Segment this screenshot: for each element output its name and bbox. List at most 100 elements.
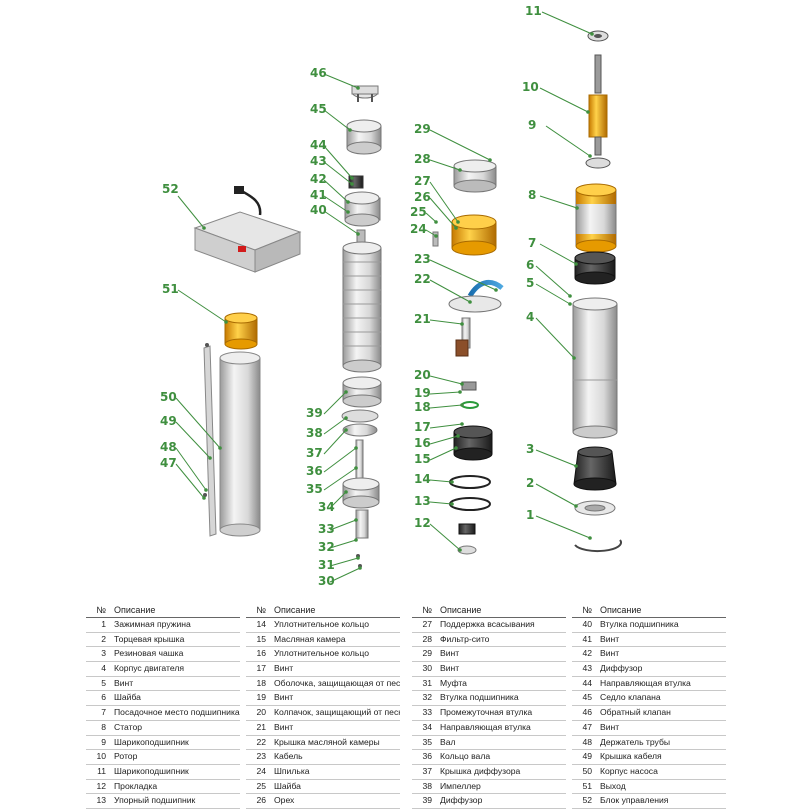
callout-7: 7 [528,236,536,250]
callout-48: 48 [160,440,177,454]
thrust-bearing [457,523,477,555]
part-number: 32 [422,692,432,703]
callout-19: 19 [414,386,431,400]
part-number: 17 [256,663,266,674]
stud [432,231,439,247]
callout-12: 12 [414,516,431,530]
part-number: 24 [256,765,266,776]
check-valve [351,85,379,102]
part-description: Седло клапана [600,692,661,703]
cable [467,279,504,298]
intermediate-bushing [355,509,369,539]
part-description: Шайба [114,692,141,703]
callout-38: 38 [306,426,323,440]
header-desc: Описание [274,605,316,615]
part-description: Крышка диффузора [440,765,521,776]
guide-bushing [342,477,380,509]
callout-9: 9 [528,118,536,132]
top-diffuser [344,191,381,227]
motor-housing [572,297,618,439]
part-description: Масляная камера [274,633,346,644]
callout-6: 6 [526,258,534,272]
part-description: Корпус насоса [600,765,658,776]
callout-23: 23 [414,252,431,266]
header-desc: Описание [600,605,642,615]
part-number: 45 [582,692,592,703]
part-number: 8 [101,721,106,732]
cable-guard [203,343,217,537]
part-description: Винт [274,721,294,732]
part-number: 35 [422,736,432,747]
callout-41: 41 [310,188,327,202]
part-number: 33 [422,707,432,718]
callout-33: 33 [318,522,335,536]
part-description: Вал [440,736,456,747]
part-number: 36 [422,751,432,762]
part-number: 29 [422,648,432,659]
part-number: 39 [422,795,432,806]
legend-row: 26 Орех [246,794,400,809]
callout-24: 24 [410,222,427,236]
callout-42: 42 [310,172,327,186]
part-description: Втулка подшипника [600,619,679,629]
part-description: Колпачок, защищающий от песка [274,707,400,718]
bearing-seat [574,251,616,285]
impeller-stack [342,241,382,373]
end-cover [574,500,616,516]
callout-3: 3 [526,442,534,456]
part-number: 13 [96,795,106,806]
oil-chamber-cover [448,295,502,357]
part-number: 31 [422,677,432,688]
part-number: 20 [256,707,266,718]
part-number: 38 [422,780,432,791]
legend-row: 13 Упорный подшипник [86,794,240,809]
callout-11: 11 [525,4,542,18]
part-description: Орех [274,795,295,806]
callout-21: 21 [414,312,431,326]
callout-29: 29 [414,122,431,136]
callout-10: 10 [522,80,539,94]
part-description: Винт [274,692,294,703]
part-description: Корпус двигателя [114,663,185,674]
part-description: Прокладка [114,780,158,791]
part-description: Винт [600,648,620,659]
header-num: № [582,605,592,615]
part-number: 47 [582,721,592,732]
part-number: 22 [256,736,266,747]
part-description: Торцевая крышка [114,633,185,644]
part-description: Упорный подшипник [114,795,196,806]
part-number: 52 [582,795,592,806]
callout-35: 35 [306,482,323,496]
callout-50: 50 [160,390,177,404]
part-number: 26 [256,795,266,806]
sand-cap [461,381,477,391]
callout-17: 17 [414,420,431,434]
part-number: 11 [97,765,106,776]
callout-51: 51 [162,282,179,296]
part-description: Крышка масляной камеры [274,736,380,747]
valve-seat [346,119,382,155]
